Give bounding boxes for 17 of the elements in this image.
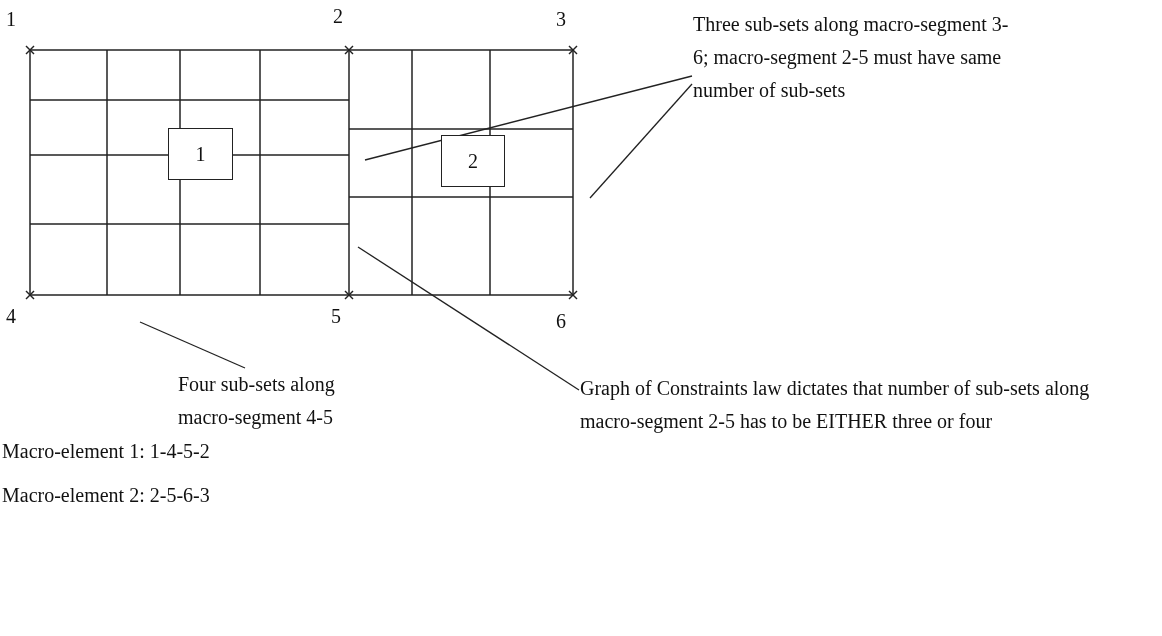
callout-note: Graph of Constraints law dictates that number of sub-sets along macro-segment 2-5 has to be EITHER three or four xyxy=(580,372,1140,438)
corner-number: 3 xyxy=(556,8,566,31)
callout-note: Four sub-sets along macro-segment 4-5 xyxy=(178,368,383,434)
corner-number: 1 xyxy=(6,8,16,31)
corner-number: 4 xyxy=(6,305,16,328)
leader-line xyxy=(364,75,693,161)
leader-line xyxy=(589,83,693,199)
element-number-box: 1 xyxy=(168,128,233,180)
macro-element-definition: Macro-element 2: 2-5-6-3 xyxy=(2,484,210,507)
corner-number: 6 xyxy=(556,310,566,333)
leader-line xyxy=(357,246,580,391)
corner-number: 2 xyxy=(333,5,343,28)
leader-line xyxy=(139,321,246,369)
macro-element-definition: Macro-element 1: 1-4-5-2 xyxy=(2,440,210,463)
callout-note: Three sub-sets along macro-segment 3-6; macro-segment 2-5 must have same number of sub-sets xyxy=(693,8,1023,107)
element-number-box: 2 xyxy=(441,135,505,187)
corner-number: 5 xyxy=(331,305,341,328)
